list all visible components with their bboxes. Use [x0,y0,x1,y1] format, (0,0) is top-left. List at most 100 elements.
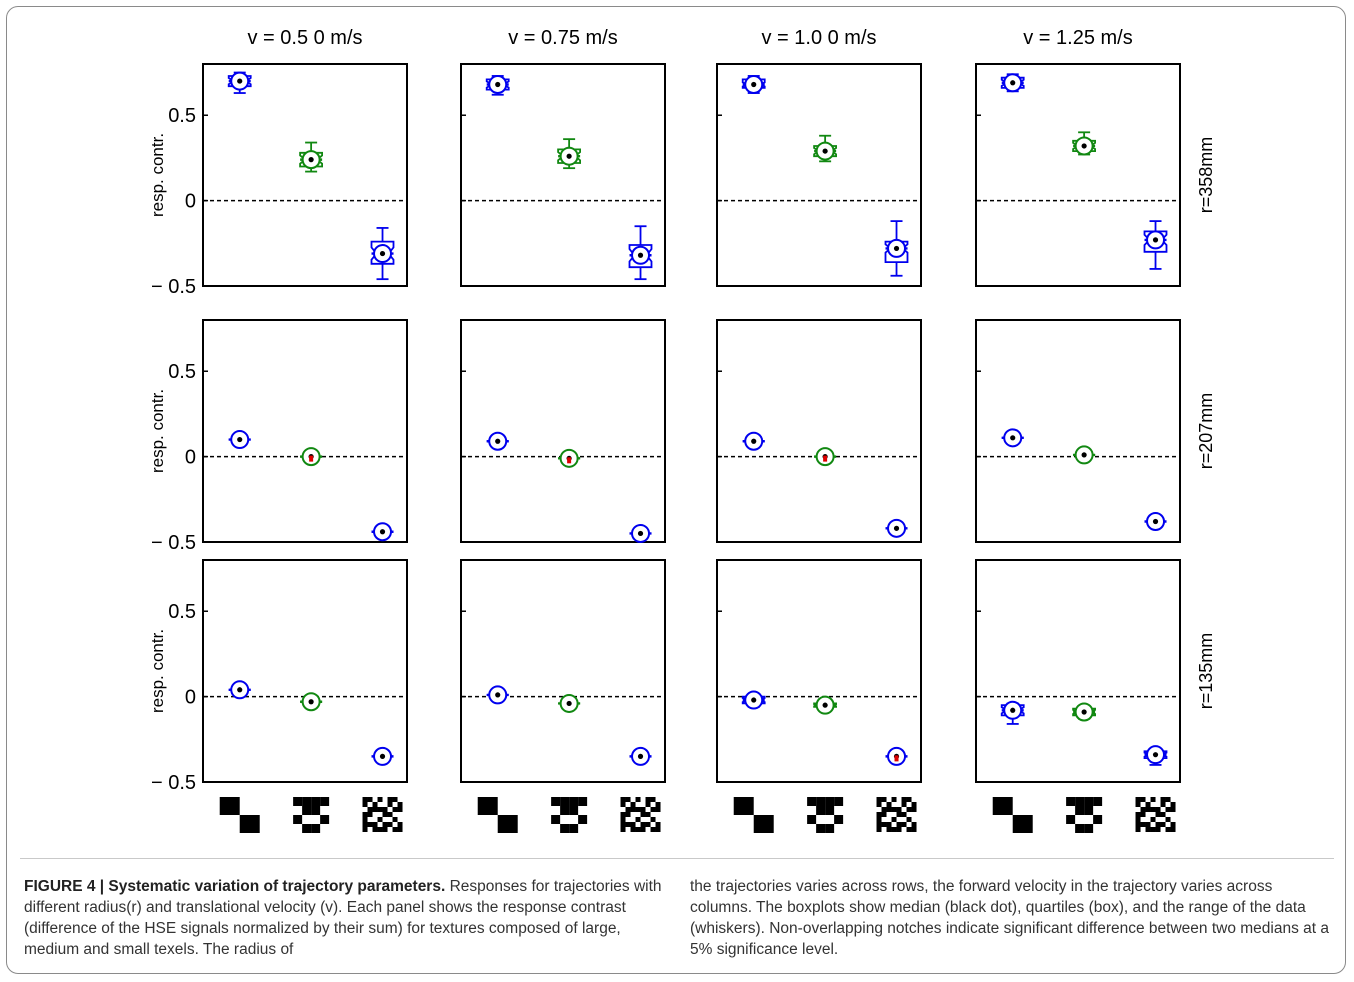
small-texel-icon [911,827,917,832]
medium-texel-icon [560,824,570,833]
small-texel-icon [1140,797,1146,802]
medium-texel-icon [569,824,579,833]
boxplot-large [742,431,765,451]
small-texel-icon [372,827,378,832]
row-label-1: r=207mm [1196,393,1216,470]
median-dot [308,157,314,163]
boxplot-small [885,746,908,766]
large-texel-icon [239,815,260,833]
medium-texel-icon [569,797,579,806]
median-dot [1081,143,1087,149]
caption-right-text: the trajectories varies across rows, the… [690,878,1330,958]
small-texel-icon [1165,817,1171,822]
boxplot-large [486,431,509,451]
medium-texel-icon [1075,797,1085,806]
column-title-1: v = 0.75 m/s [508,27,618,49]
small-texel-icon [392,807,398,812]
panel-r2-c2 [716,559,922,783]
small-texel-icon [911,807,917,812]
median-flag-mark [894,755,899,762]
small-texel-icon [886,822,892,827]
median-flag-mark [823,455,828,462]
median-dot [379,529,386,535]
caption-divider [20,858,1334,859]
medium-texel-icon [320,815,330,824]
small-texel-icon [620,822,626,827]
boxplot-large [228,680,251,700]
small-texel-icon [362,827,368,832]
panel-frame [202,319,408,543]
medium-texel-icon [311,797,321,806]
small-texel-icon [1170,827,1176,832]
column-title-0: v = 0.5 0 m/s [247,27,362,49]
small-texel-icon [1150,827,1156,832]
medium-texel-icon [551,797,561,806]
small-texel-icon [1160,812,1166,817]
panel-frame [975,559,1181,783]
median-dot [1081,452,1087,458]
small-texel-icon [1160,802,1166,807]
small-texel-icon [881,807,887,812]
median-dot [1152,518,1159,525]
small-texel-icon [891,807,897,812]
median-dot [237,78,243,84]
y-tick-label-row-1-0: 0.5 [168,361,196,383]
small-texel-icon [367,822,373,827]
small-texel-icon [387,812,393,817]
large-texel-icon [219,797,240,815]
large-texel-icon [753,815,774,833]
small-texel-icon [630,807,636,812]
small-texel-icon [382,812,388,817]
small-texel-icon [382,822,388,827]
caption-label: FIGURE 4 | Systematic variation of traje… [24,878,446,895]
panel-r1-c2 [716,319,922,543]
medium-texel-icon [825,797,835,806]
small-texel-icon [896,827,902,832]
boxplot-small [1143,220,1168,270]
small-texel-icon [1145,807,1151,812]
y-tick-label-row-1-2: − 0.5 [151,532,196,554]
small-texel-icon [397,822,403,827]
medium-texel-icon [825,824,835,833]
median-dot [1010,80,1016,86]
panel-frame [716,559,922,783]
small-texel-icon [362,802,368,807]
small-texel-icon [650,817,656,822]
small-texel-icon [625,797,631,802]
small-texel-icon [901,822,907,827]
medium-texel-icon [302,806,312,815]
small-texel-icon [377,797,383,802]
medium-texel-icon [320,797,330,806]
panel-frame [460,559,666,783]
small-texel-icon [1165,807,1171,812]
median-dot [566,153,572,159]
small-texel-icon [620,812,626,817]
median-dot [495,692,501,698]
small-texel-icon [655,802,661,807]
small-texel-icon [1160,822,1166,827]
figure-frame [6,6,1346,974]
small-texel-icon [620,802,626,807]
small-texel-icon [640,807,646,812]
median-dot [893,245,900,252]
small-texel-icon [387,797,393,802]
y-tick-label-row-2-2: − 0.5 [151,772,196,794]
row-label-0: r=358mm [1196,137,1216,214]
median-dot [379,753,386,759]
small-texel-icon [1150,797,1156,802]
small-texel-icon [640,827,646,832]
median-dot [379,250,386,257]
small-texel-icon [362,817,368,822]
large-texel-icon [733,797,754,815]
texel-icons-col-1 [477,797,661,833]
panel-r1-c1 [460,319,666,543]
medium-texel-icon [311,806,321,815]
boxplot-small [885,518,908,538]
median-dot [637,252,644,258]
panel-r2-c3 [975,559,1181,783]
small-texel-icon [891,797,897,802]
small-texel-icon [620,797,626,802]
medium-texel-icon [816,797,826,806]
boxplot-small [884,220,909,277]
small-texel-icon [630,802,636,807]
